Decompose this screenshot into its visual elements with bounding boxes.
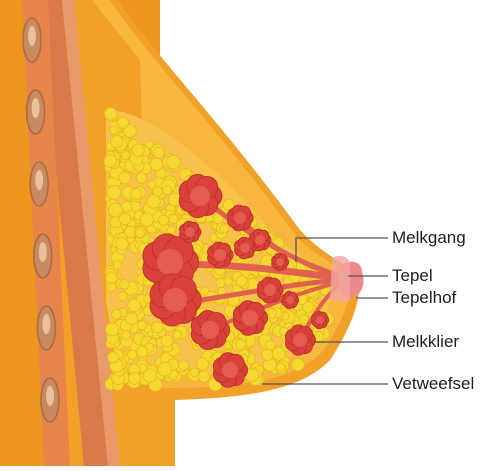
fat-globule bbox=[277, 363, 286, 372]
areola bbox=[330, 256, 350, 302]
fat-globule bbox=[196, 358, 208, 370]
fat-globule bbox=[167, 155, 181, 169]
fat-globule bbox=[153, 147, 164, 158]
fat-globule bbox=[120, 280, 130, 290]
rib-highlight bbox=[46, 386, 54, 406]
fat-globule bbox=[118, 292, 127, 301]
fat-globule bbox=[158, 362, 172, 376]
fat-globule bbox=[108, 203, 122, 217]
gland-core bbox=[157, 249, 183, 275]
fat-globule bbox=[236, 339, 246, 349]
gland-core bbox=[293, 333, 307, 347]
fat-globule bbox=[224, 277, 232, 285]
fat-globule bbox=[137, 321, 146, 330]
gland-core bbox=[190, 186, 210, 206]
fat-globule bbox=[266, 340, 275, 349]
rib-highlight bbox=[42, 314, 50, 334]
gland-core bbox=[316, 316, 324, 324]
fat-globule bbox=[108, 352, 119, 363]
label-areola: Tepelhof bbox=[392, 288, 456, 308]
fat-globule bbox=[107, 186, 121, 200]
fat-globule bbox=[173, 330, 182, 339]
rib-highlight bbox=[32, 98, 40, 118]
gland-core bbox=[234, 212, 246, 224]
fat-globule bbox=[163, 186, 172, 195]
fat-globule bbox=[152, 322, 163, 333]
gland-core bbox=[163, 288, 187, 312]
fat-globule bbox=[106, 272, 118, 284]
rib-highlight bbox=[39, 242, 47, 262]
fat-globule bbox=[112, 310, 122, 320]
fat-globule bbox=[169, 214, 178, 223]
fat-globule bbox=[148, 181, 156, 189]
fat-globule bbox=[236, 276, 247, 287]
fat-globule bbox=[128, 350, 137, 359]
gland-core bbox=[264, 284, 276, 296]
fat-globule bbox=[132, 144, 144, 156]
gland-core bbox=[240, 243, 250, 253]
fat-globule bbox=[104, 155, 117, 168]
fat-globule bbox=[110, 126, 119, 135]
fat-globule bbox=[111, 136, 123, 148]
gland-core bbox=[185, 227, 195, 237]
fat-globule bbox=[150, 158, 163, 171]
gland-core bbox=[276, 258, 284, 266]
fat-globule bbox=[190, 368, 199, 377]
fat-globule bbox=[179, 360, 189, 370]
fat-globule bbox=[137, 346, 148, 357]
fat-globule bbox=[105, 323, 118, 336]
fat-globule bbox=[128, 299, 141, 312]
fat-globule bbox=[262, 349, 273, 360]
gland-core bbox=[214, 249, 226, 261]
fat-globule bbox=[135, 229, 144, 238]
gland-core bbox=[201, 321, 219, 339]
fat-globule bbox=[116, 238, 129, 251]
fat-globule bbox=[119, 213, 131, 225]
fat-globule bbox=[117, 117, 128, 128]
fat-globule bbox=[159, 215, 169, 225]
label-mammary-gland: Melkklier bbox=[392, 332, 459, 352]
gland-core bbox=[255, 235, 265, 245]
fat-globule bbox=[198, 371, 209, 382]
fat-globule bbox=[143, 369, 156, 382]
fat-globule bbox=[140, 213, 153, 226]
fat-globule bbox=[220, 224, 229, 233]
label-nipple: Tepel bbox=[392, 266, 433, 286]
rib-highlight bbox=[35, 170, 43, 190]
fat-globule bbox=[125, 312, 137, 324]
gland-core bbox=[286, 296, 294, 304]
fat-globule bbox=[104, 108, 116, 120]
fat-globule bbox=[292, 358, 305, 371]
gland-core bbox=[242, 310, 258, 326]
fat-globule bbox=[119, 172, 131, 184]
rib-highlight bbox=[28, 26, 36, 46]
label-milk-duct: Melkgang bbox=[392, 228, 466, 248]
fat-globule bbox=[121, 331, 130, 340]
fat-globule bbox=[167, 226, 175, 234]
fat-globule bbox=[129, 372, 141, 384]
fat-globule bbox=[161, 335, 173, 347]
gland-core bbox=[222, 362, 238, 378]
fat-globule bbox=[113, 261, 122, 270]
fat-globule bbox=[131, 189, 142, 200]
label-fat-tissue: Vetweefsel bbox=[392, 374, 474, 394]
